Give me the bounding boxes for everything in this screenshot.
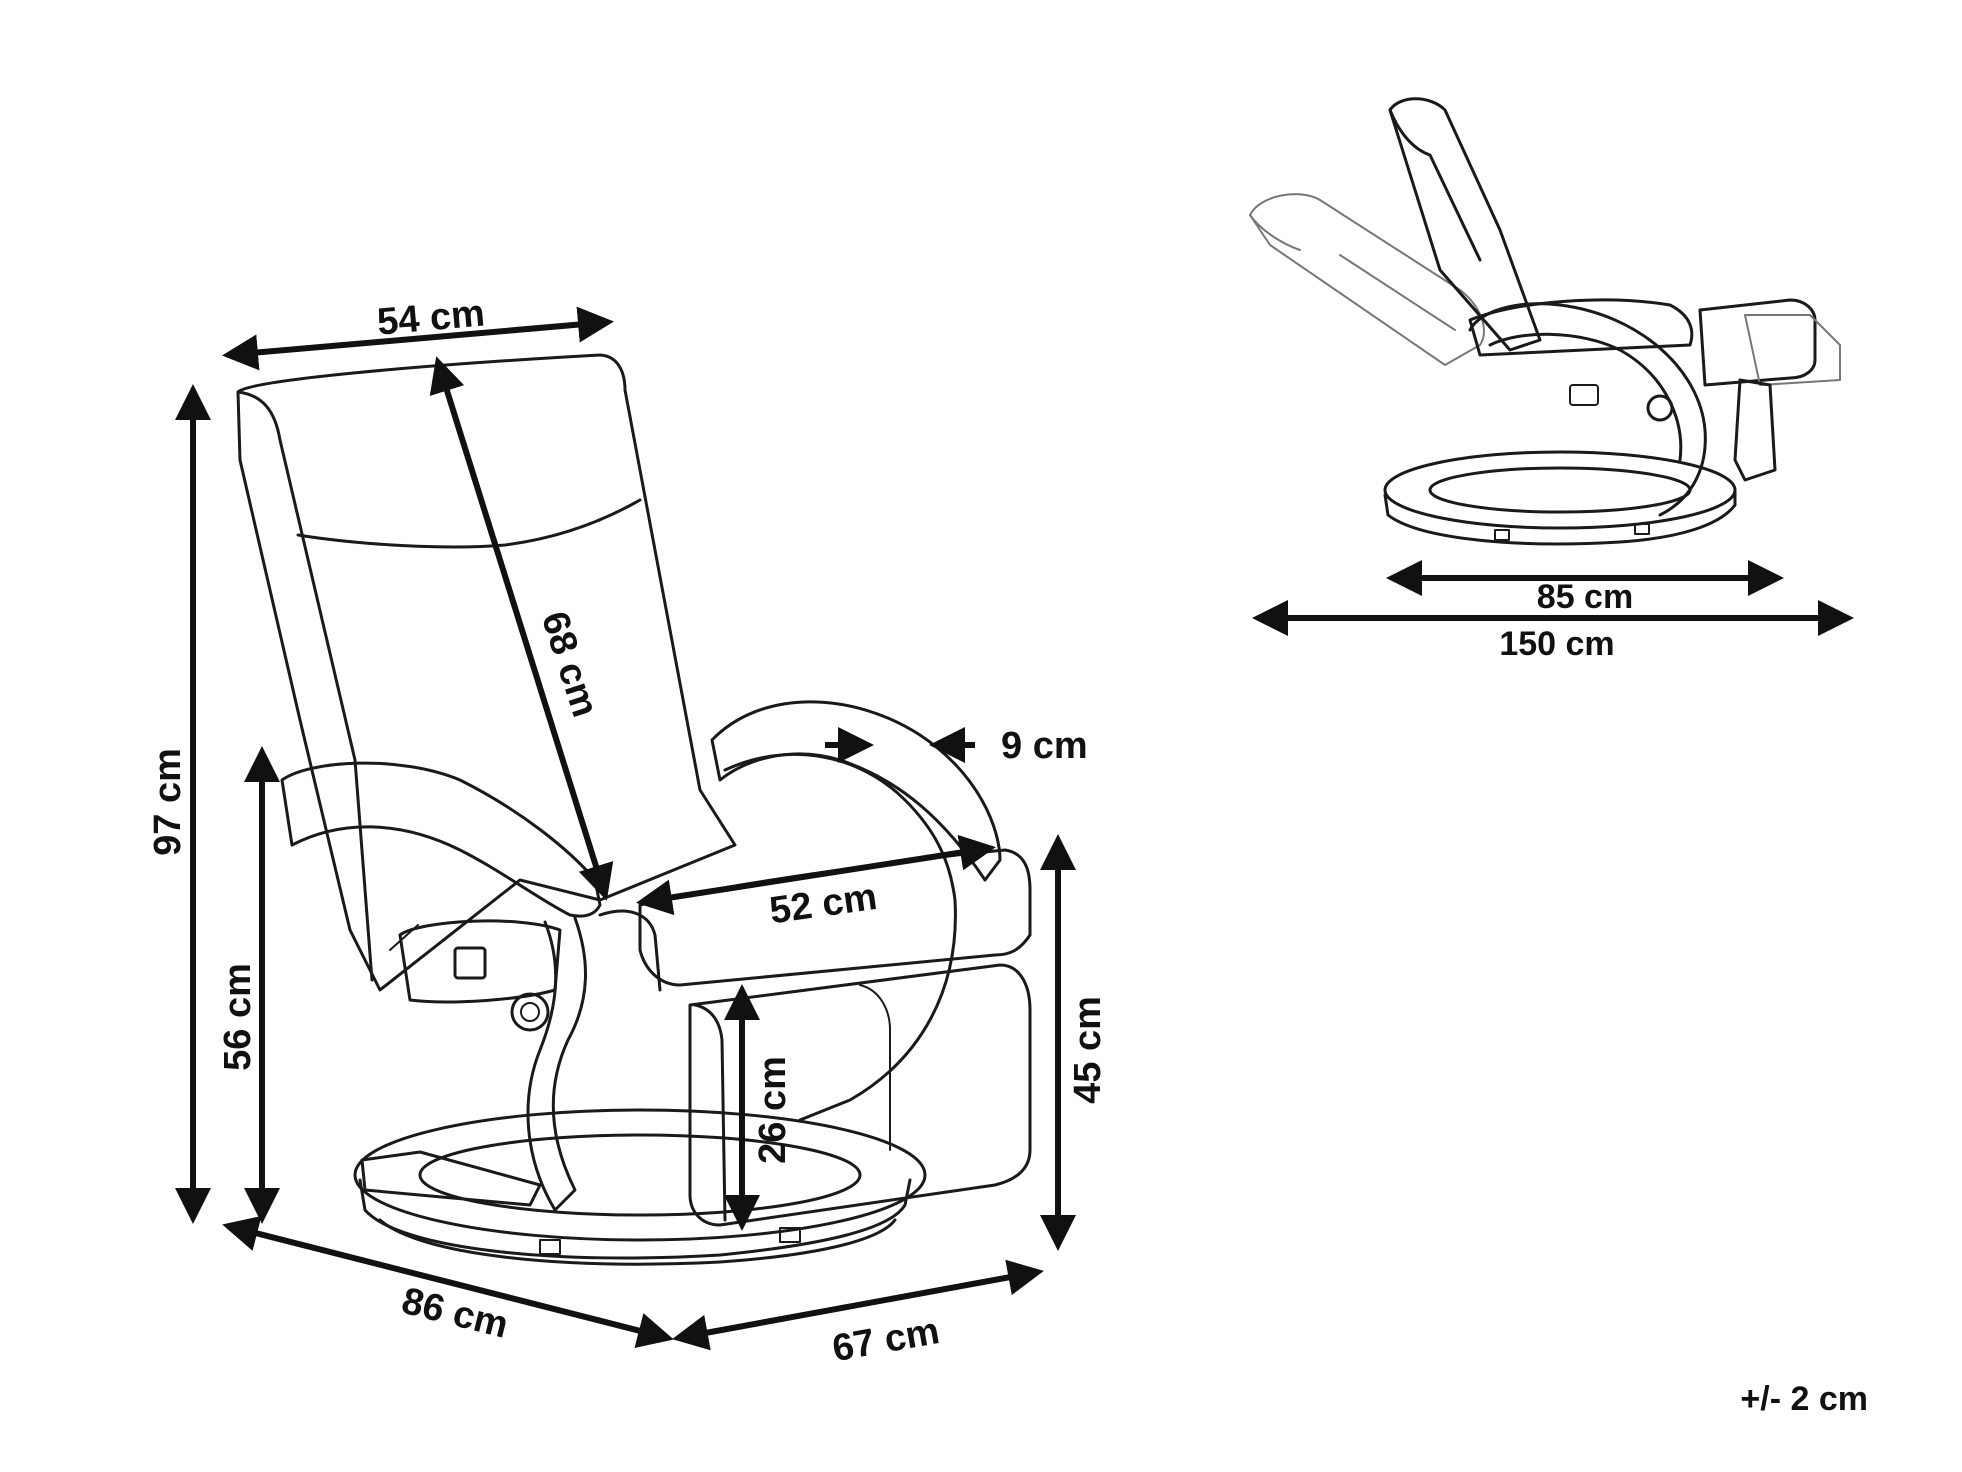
arrow-54cm — [222, 306, 614, 371]
label-width: 67 cm — [829, 1310, 942, 1370]
label-top-width: 54 cm — [375, 292, 486, 343]
dimension-arrows — [175, 306, 1854, 1351]
label-footrest-height: 26 cm — [752, 1056, 794, 1164]
label-base-width-reclined: 85 cm — [1537, 578, 1633, 616]
label-armrest-height: 56 cm — [217, 963, 259, 1071]
chair-reclined-drawing — [1249, 97, 1841, 546]
label-seat-height: 45 cm — [1067, 996, 1109, 1104]
arrow-68cm — [429, 356, 614, 901]
arrow-86cm — [222, 1215, 674, 1349]
label-length-reclined: 150 cm — [1499, 625, 1614, 663]
label-depth: 86 cm — [398, 1280, 513, 1347]
dimension-labels: 54 cm 68 cm 9 cm 52 cm 97 cm 56 cm 45 cm… — [147, 292, 1868, 1418]
arrow-67cm — [672, 1259, 1044, 1351]
chair-upright-drawing — [236, 353, 1032, 1266]
label-seat-depth: 52 cm — [767, 876, 880, 933]
tolerance-note: +/- 2 cm — [1740, 1380, 1868, 1418]
arrow-52cm — [636, 834, 996, 916]
label-total-height: 97 cm — [147, 748, 189, 856]
label-armrest-width: 9 cm — [1001, 725, 1088, 767]
